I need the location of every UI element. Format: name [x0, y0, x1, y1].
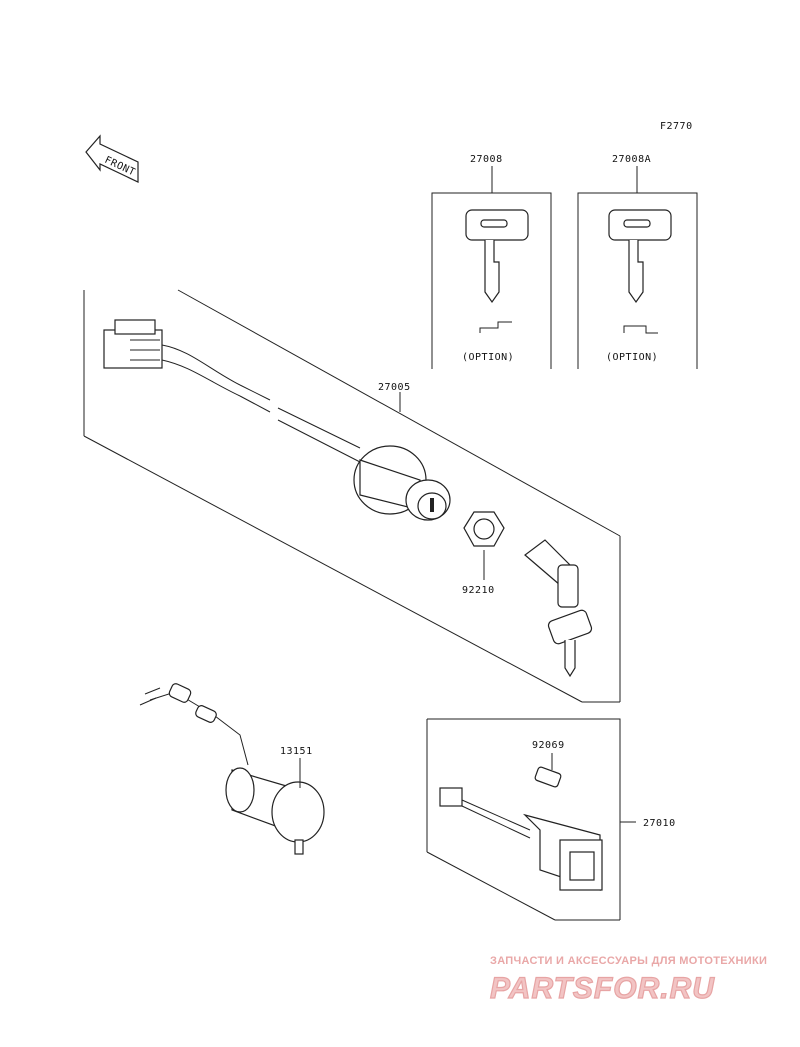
part-27008a-number: 27008A — [612, 154, 651, 165]
part-27008-note: (OPTION) — [462, 352, 514, 363]
part-13151[interactable]: 13151 — [139, 682, 325, 855]
front-arrow-icon: FRONT — [85, 134, 139, 183]
part-27010-box[interactable]: 27010 92069 — [426, 718, 676, 921]
part-13151-number: 13151 — [280, 746, 313, 757]
bulb-icon — [534, 766, 562, 788]
watermark: ЗАПЧАСТИ И АКСЕССУАРЫ ДЛЯ МОТОТЕХНИКИ PA… — [489, 955, 767, 1006]
diagram-code: F2770 — [660, 121, 693, 132]
key-icon — [465, 209, 529, 333]
watermark-tagline: ЗАПЧАСТИ И АКСЕССУАРЫ ДЛЯ МОТОТЕХНИКИ — [490, 955, 767, 967]
connector-icon — [103, 319, 163, 369]
nut-icon — [463, 511, 505, 580]
part-27010-number: 27010 — [643, 818, 676, 829]
part-27005-group[interactable]: 27005 92210 — [83, 289, 621, 703]
lamp-socket-icon — [225, 767, 325, 855]
indicator-switch-icon — [439, 787, 603, 891]
part-27008a-note: (OPTION) — [606, 352, 658, 363]
watermark-brand: PARTSFOR.RU — [490, 972, 715, 1005]
part-27008-number: 27008 — [470, 154, 503, 165]
part-27008-box[interactable]: 27008 (OPTION) — [431, 154, 552, 369]
key-icon — [608, 209, 672, 334]
part-27005-number: 27005 — [378, 382, 411, 393]
keys-icon — [524, 539, 593, 678]
part-27008a-box[interactable]: 27008A (OPTION) — [577, 154, 698, 369]
part-92210-number: 92210 — [462, 585, 495, 596]
part-92069-number: 92069 — [532, 740, 565, 751]
ignition-switch-icon — [353, 445, 451, 521]
